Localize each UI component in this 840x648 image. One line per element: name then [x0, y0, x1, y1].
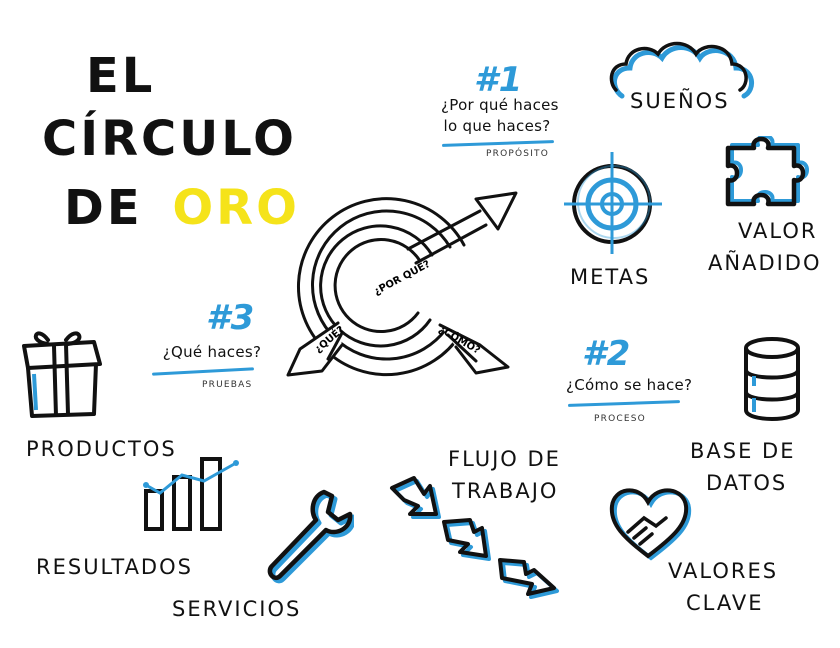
step-1-caption: PROPÓSITO: [486, 149, 550, 159]
step-1-underline: [441, 140, 555, 147]
label-flujo-line2: TRABAJO: [452, 479, 559, 503]
puzzle-icon: [725, 136, 809, 207]
title-line-3: DE ORO: [64, 184, 300, 232]
title-oro: ORO: [172, 180, 300, 236]
label-valores-line2: CLAVE: [686, 591, 764, 615]
label-flujo-line1: FLUJO DE: [448, 447, 561, 471]
gift-icon: [22, 331, 102, 418]
workflow-arrows-icon: [390, 476, 559, 599]
step-1-number: #1: [474, 60, 524, 100]
title-line-1: EL: [86, 48, 156, 104]
database-icon: [744, 337, 800, 421]
step-3-question: ¿Qué haces?: [162, 343, 262, 361]
step-1-question-line1: ¿Por qué haces: [441, 96, 559, 114]
label-productos: PRODUCTOS: [26, 437, 177, 461]
label-base-line1: BASE DE: [690, 439, 796, 463]
golden-circle-icon: ¿POR QUÉ? ¿QUÉ? ¿CÓMO?: [286, 191, 518, 377]
cloud-icon: [609, 41, 754, 99]
bar-chart-icon: [143, 457, 239, 531]
heart-handshake-icon: [609, 488, 692, 561]
center-inner-label: ¿POR QUÉ?: [371, 257, 432, 298]
step-2-question: ¿Cómo se hace?: [566, 376, 693, 394]
wrench-icon: [267, 489, 354, 584]
title-line-2: CÍRCULO: [42, 111, 297, 167]
label-base-line2: DATOS: [706, 471, 788, 495]
step-2-number: #2: [582, 334, 632, 374]
label-suenos: SUEÑOS: [630, 89, 730, 113]
step-3-underline: [151, 367, 255, 376]
target-icon: [564, 152, 662, 254]
step-3-number: #3: [206, 298, 256, 338]
title-de: DE: [64, 180, 143, 236]
label-valores-line1: VALORES: [668, 559, 779, 583]
label-valor-line2: AÑADIDO: [708, 251, 822, 275]
label-servicios: SERVICIOS: [172, 597, 302, 621]
step-2-caption: PROCESO: [594, 414, 646, 424]
step-1-question-line2: lo que haces?: [443, 117, 551, 135]
label-valor-line1: VALOR: [738, 219, 818, 243]
step-2-underline: [567, 400, 681, 407]
label-resultados: RESULTADOS: [36, 555, 193, 579]
step-3-caption: PRUEBAS: [202, 380, 253, 390]
label-metas: METAS: [570, 265, 651, 289]
